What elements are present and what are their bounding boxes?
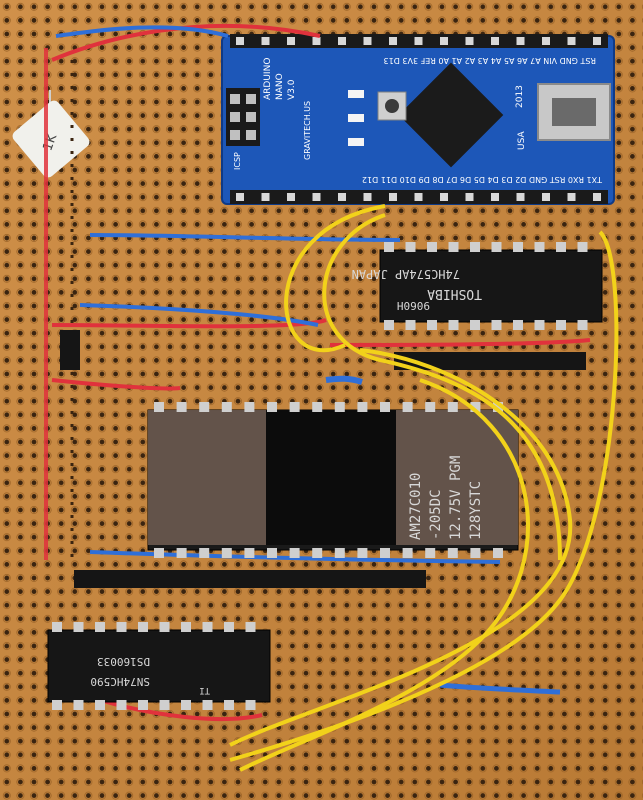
latch-chip-code: 9060H xyxy=(397,299,430,312)
latch-chip-brand: TOSHIBA xyxy=(427,286,482,301)
counter-chip-line-1: SN74HC590 xyxy=(90,675,150,688)
wires-yellow xyxy=(229,204,619,772)
eprom-line-3: 12.75V PGM xyxy=(448,456,464,540)
eprom-line-1: AM27C010 xyxy=(408,473,424,540)
arduino-silk-line-1: ARDUINO xyxy=(263,58,273,100)
icsp-header xyxy=(226,88,260,146)
arduino-top-pin-labels: RST GND VIN A7 A6 A5 A4 A3 A2 A1 A0 REF … xyxy=(384,56,596,65)
counter-chip-line-3: TI xyxy=(199,685,210,695)
arduino-nano-board: ARDUINO NANO V3.0 GRAVITECH.US RST GND V… xyxy=(221,34,615,205)
eprom-line-2: -205DC xyxy=(428,489,444,540)
header-strip-lower xyxy=(74,570,426,588)
header-strip-upper xyxy=(394,352,586,370)
eprom-line-4: 128YSTC xyxy=(468,481,484,540)
arduino-icsp-label: ICSP xyxy=(233,152,242,170)
wires-blue xyxy=(55,25,561,695)
left-jumper-header xyxy=(60,330,80,370)
arduino-year: 2013 xyxy=(515,85,525,108)
arduino-silk-line-2: NANO xyxy=(275,73,285,100)
counter-chip-line-2: DS160033 xyxy=(97,655,150,668)
arduino-brand: GRAVITECH.US xyxy=(303,101,312,160)
arduino-pin-pads xyxy=(236,37,601,201)
arduino-bottom-pin-labels: TX1 RX0 RST GND D2 D3 D4 D5 D6 D7 D8 D9 … xyxy=(362,175,603,184)
eprom-chip: AM27C010 -205DC 12.75V PGM 128YSTC xyxy=(147,402,519,558)
latch-chip: TOSHIBA 74HC574AP JAPAN 9060H xyxy=(352,242,603,330)
arduino-usa: USA xyxy=(517,131,527,150)
latch-chip-part: 74HC574AP JAPAN xyxy=(352,267,460,281)
smd-leds xyxy=(348,90,364,146)
counter-chip: SN74HC590 DS160033 TI xyxy=(47,622,271,710)
usb-connector xyxy=(537,83,611,141)
reset-button xyxy=(377,91,407,121)
arduino-silk-line-3: V3.0 xyxy=(287,79,297,100)
